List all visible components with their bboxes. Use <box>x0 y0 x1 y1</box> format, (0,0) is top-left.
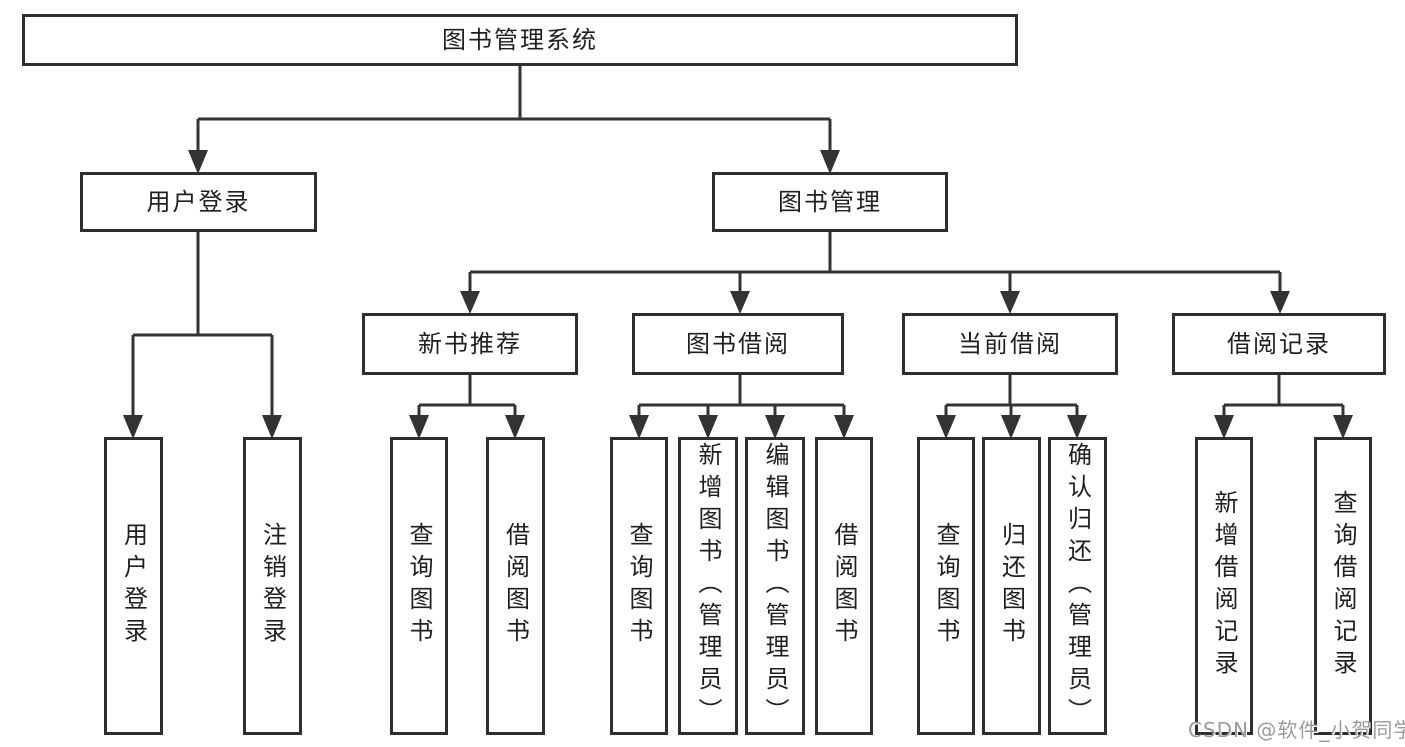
leaf-query-books-borrow: 查询图书 <box>610 437 668 735</box>
leaf-add-borrow-record-label: 新增借阅记录 <box>1210 490 1238 682</box>
leaf-query-borrow-record: 查询借阅记录 <box>1314 437 1372 735</box>
arrow-down-icon <box>460 291 480 314</box>
csdn-watermark: CSDN @软件_小贺同学 <box>1188 718 1405 742</box>
node-borrow-records-label: 借阅记录 <box>1227 330 1331 358</box>
leaf-logout-label: 注销登录 <box>258 522 287 650</box>
leaf-confirm-return-admin: 确认归还（管理员） <box>1048 437 1107 735</box>
arrow-down-icon <box>1000 291 1020 314</box>
connector-user-login-branch <box>123 232 282 439</box>
node-book-borrow: 图书借阅 <box>632 313 844 375</box>
leaf-user-login: 用户登录 <box>104 437 163 735</box>
arrow-down-icon <box>409 415 429 439</box>
leaf-add-borrow-record: 新增借阅记录 <box>1195 437 1253 735</box>
leaf-add-book-admin: 新增图书（管理员） <box>678 437 738 735</box>
arrow-down-icon <box>936 415 956 439</box>
leaf-query-books-current: 查询图书 <box>917 437 975 735</box>
arrow-down-icon <box>820 150 840 174</box>
node-book-management-module-label: 图书管理 <box>778 188 882 216</box>
leaf-confirm-return-admin-label: 确认归还（管理员） <box>1063 442 1092 730</box>
arrow-down-icon <box>505 415 525 439</box>
leaf-query-books-borrow-label: 查询图书 <box>625 522 653 650</box>
connector-root-to-modules <box>188 64 840 174</box>
arrow-down-icon <box>1270 291 1290 314</box>
leaf-edit-book-admin-label: 编辑图书（管理员） <box>761 442 789 730</box>
leaf-borrow-books-label: 借阅图书 <box>830 522 858 650</box>
leaf-query-books-recommend-label: 查询图书 <box>405 522 433 650</box>
leaf-return-books-label: 归还图书 <box>997 522 1026 650</box>
leaf-borrow-books: 借阅图书 <box>815 437 873 735</box>
leaf-query-borrow-record-label: 查询借阅记录 <box>1329 490 1357 682</box>
leaf-query-books-current-label: 查询图书 <box>932 522 960 650</box>
connector-current-borrow-branch <box>936 375 1087 439</box>
leaf-query-books-recommend: 查询图书 <box>390 437 448 735</box>
connector-book-borrow-branch <box>629 375 854 439</box>
node-root: 图书管理系统 <box>22 14 1018 66</box>
leaf-edit-book-admin: 编辑图书（管理员） <box>745 437 805 735</box>
arrow-down-icon <box>262 415 282 439</box>
node-book-management-module: 图书管理 <box>712 172 948 232</box>
node-root-label: 图书管理系统 <box>442 26 598 54</box>
leaf-borrow-books-recommend-label: 借阅图书 <box>501 522 530 650</box>
arrow-down-icon <box>1333 415 1353 439</box>
arrow-down-icon <box>629 415 649 439</box>
node-user-login-module-label: 用户登录 <box>146 188 251 216</box>
node-new-book-recommend-label: 新书推荐 <box>418 330 522 358</box>
leaf-return-books: 归还图书 <box>982 437 1041 735</box>
leaf-add-book-admin-label: 新增图书（管理员） <box>694 442 722 730</box>
node-book-borrow-label: 图书借阅 <box>686 330 790 358</box>
arrow-down-icon <box>123 415 143 439</box>
node-user-login-module: 用户登录 <box>80 172 317 232</box>
connector-borrow-records-branch <box>1214 375 1353 439</box>
node-borrow-records: 借阅记录 <box>1172 313 1386 375</box>
arrow-down-icon <box>1067 415 1087 439</box>
leaf-borrow-books-recommend: 借阅图书 <box>486 437 545 735</box>
leaf-user-login-label: 用户登录 <box>119 522 148 650</box>
node-current-borrow: 当前借阅 <box>902 313 1118 375</box>
connector-new-book-recommend-branch <box>409 375 525 439</box>
arrow-down-icon <box>834 415 854 439</box>
node-new-book-recommend: 新书推荐 <box>362 313 578 375</box>
arrow-down-icon <box>1001 415 1021 439</box>
arrow-down-icon <box>730 291 750 314</box>
arrow-down-icon <box>1214 415 1234 439</box>
connector-book-management-branch <box>460 232 1290 314</box>
arrow-down-icon <box>765 415 785 439</box>
node-current-borrow-label: 当前借阅 <box>958 330 1062 358</box>
arrow-down-icon <box>698 415 718 439</box>
leaf-logout: 注销登录 <box>243 437 302 735</box>
arrow-down-icon <box>188 150 208 174</box>
